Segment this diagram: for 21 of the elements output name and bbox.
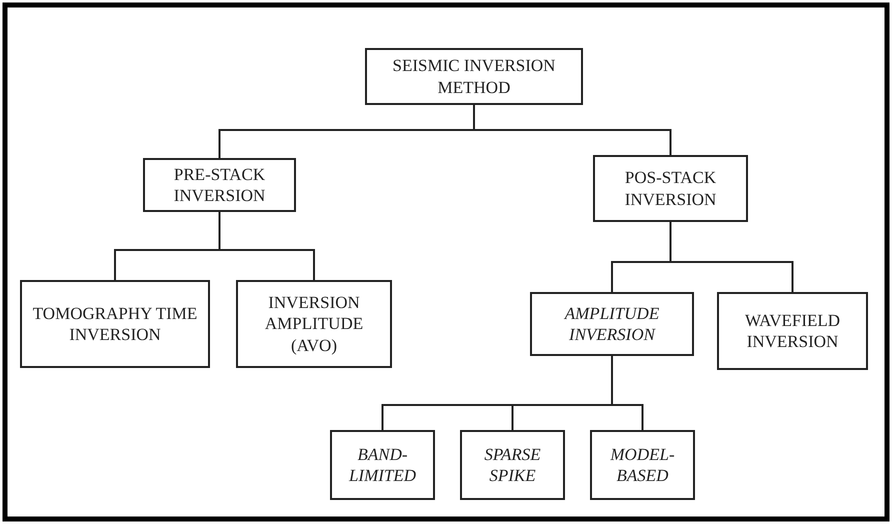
box [143, 158, 296, 212]
node-label: SEISMIC INVERSION METHOD [392, 55, 556, 98]
node-label: TOMOGRAPHY TIME INVERSION [32, 302, 198, 346]
node-label: MODEL-BASED [609, 444, 676, 486]
box [717, 292, 868, 370]
box [460, 430, 565, 500]
box [593, 155, 748, 222]
node-label: SPARSE SPIKE [483, 444, 542, 486]
box [590, 430, 695, 500]
node-label: PRE-STACK INVERSION [172, 164, 266, 206]
box [20, 280, 210, 368]
box [330, 430, 435, 500]
node-label: WAVEFIELD INVERSION [744, 310, 842, 352]
box [365, 48, 583, 105]
node-label: BAND-LIMITED [348, 444, 418, 486]
connector-line [218, 212, 315, 280]
box [236, 280, 392, 368]
node-label: POS-STACK INVERSION [624, 167, 718, 210]
node-label: AMPLITUDE INVERSION [562, 302, 660, 346]
node-label: INVERSION AMPLITUDE (AVO) [264, 292, 364, 356]
box [530, 292, 694, 356]
